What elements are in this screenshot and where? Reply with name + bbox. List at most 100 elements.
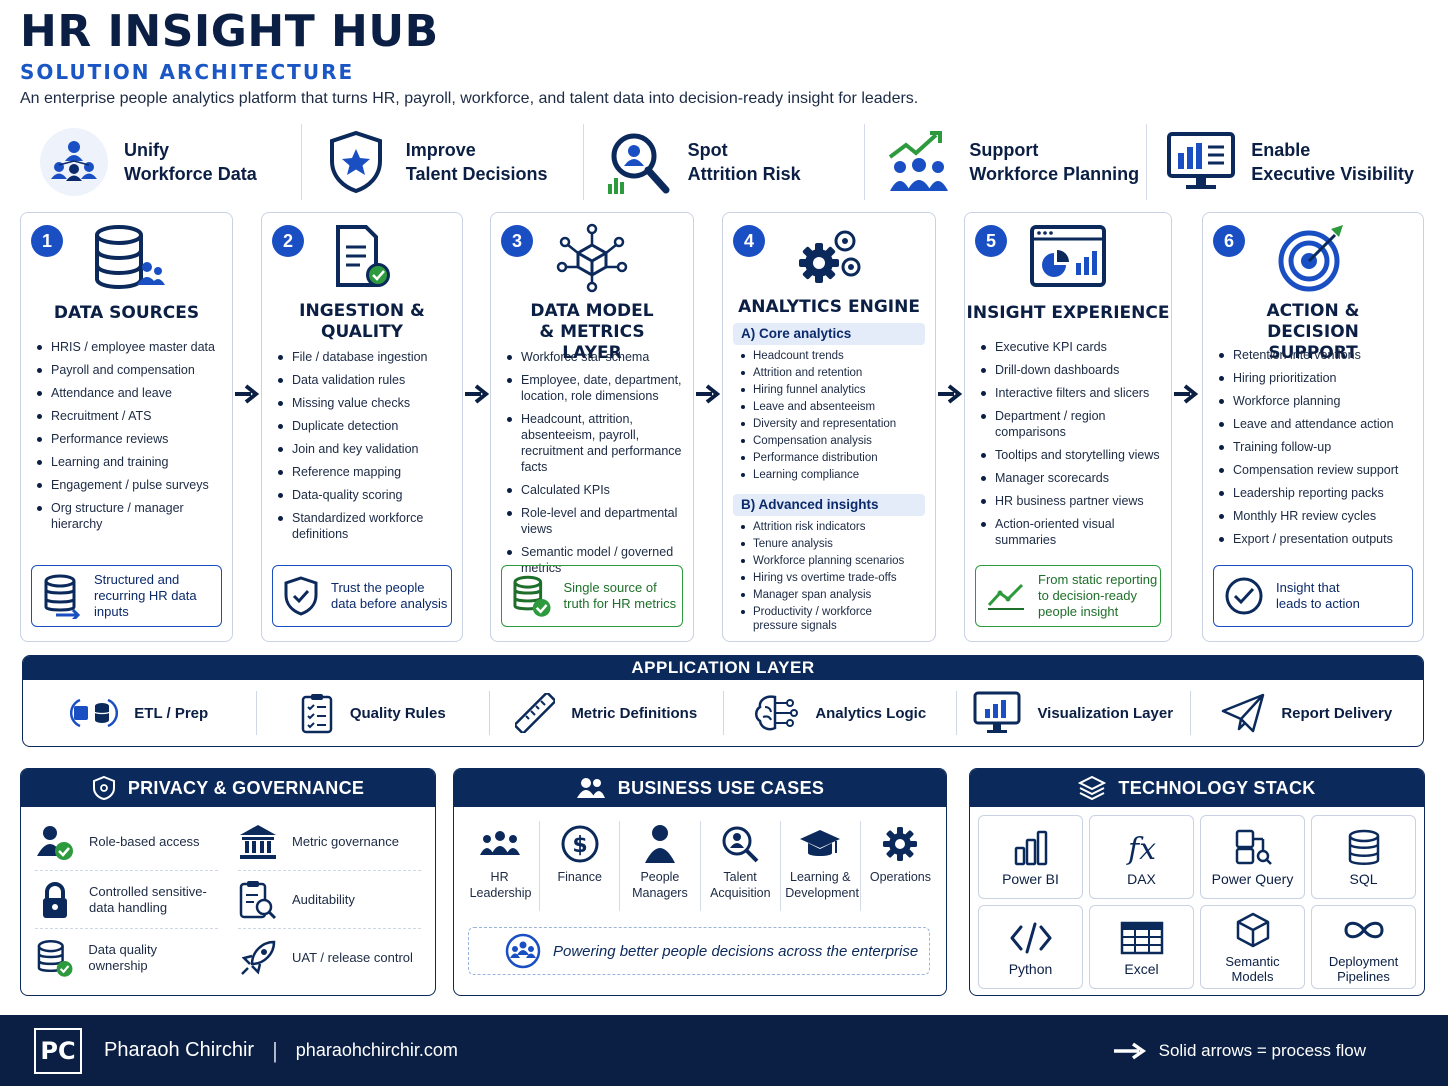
gov-item: Role-based access bbox=[35, 813, 218, 871]
tech-label: Excel bbox=[1124, 960, 1159, 977]
stage-callout: From static reporting to decision-ready … bbox=[975, 565, 1161, 627]
stage-title: DATA MODEL & METRICS LAYER bbox=[530, 301, 654, 363]
stage-callout: Structured and recurring HR data inputs bbox=[31, 565, 222, 627]
gov-item-label: UAT / release control bbox=[292, 950, 413, 965]
code-icon bbox=[1010, 922, 1051, 953]
stage-items: Workforce star schema Employee, date, de… bbox=[505, 349, 685, 583]
use-cases-banner: Powering better people decisions across … bbox=[468, 927, 930, 975]
section-heading: A) Core analytics bbox=[733, 323, 925, 345]
app-item-label: Analytics Logic bbox=[815, 704, 927, 722]
use-case-label: HR Leadership bbox=[469, 870, 532, 900]
list-item: Executive KPI cards bbox=[979, 339, 1163, 355]
author-website[interactable]: pharaohchirchir.com bbox=[295, 1040, 458, 1060]
flow-arrow-icon bbox=[235, 384, 260, 404]
gov-item-label: Auditability bbox=[292, 891, 355, 907]
panel-title: PRIVACY & GOVERNANCE bbox=[127, 777, 365, 798]
app-item-label: ETL / Prep bbox=[134, 704, 209, 722]
gov-item: Auditability bbox=[238, 871, 421, 929]
user-check-icon bbox=[37, 825, 73, 860]
list-item: Monthly HR review cycles bbox=[1217, 508, 1415, 524]
tech-tile: SQL bbox=[1311, 815, 1416, 899]
list-item: Learning compliance bbox=[739, 468, 919, 482]
spreadsheet-icon bbox=[1120, 921, 1163, 954]
list-item: Workforce planning bbox=[1217, 393, 1415, 409]
footer: PC Pharaoh Chirchir | pharaohchirchir.co… bbox=[0, 1015, 1448, 1086]
list-item: Data validation rules bbox=[276, 372, 454, 388]
manager-icon bbox=[644, 825, 675, 863]
tech-tile: Power Query bbox=[1200, 815, 1305, 899]
list-item: Join and key validation bbox=[276, 441, 454, 457]
gov-item-label: Data quality ownership bbox=[88, 942, 158, 973]
list-item: Compensation analysis bbox=[739, 434, 919, 448]
step-number: 5 bbox=[975, 225, 1007, 257]
list-item: HR business partner views bbox=[979, 493, 1163, 509]
svg-text:fx: fx bbox=[1125, 832, 1155, 867]
goal-line1: Spot bbox=[687, 140, 728, 160]
step-number: 6 bbox=[1213, 225, 1245, 257]
clipboard-search-icon bbox=[239, 880, 277, 919]
list-item: Leave and attendance action bbox=[1217, 416, 1415, 432]
app-item-delivery: Report Delivery bbox=[1191, 691, 1424, 735]
stage-items: HRIS / employee master data Payroll and … bbox=[35, 339, 224, 539]
app-item-label: Quality Rules bbox=[349, 704, 446, 722]
tech-tile: Power BI bbox=[978, 815, 1083, 899]
goal-line2: Talent Decisions bbox=[405, 164, 548, 184]
callout-text: Trust the people data before analysis bbox=[331, 580, 448, 611]
list-item: Workforce planning scenarios bbox=[739, 554, 919, 568]
use-case-label: Operations bbox=[869, 870, 932, 884]
stage-callout: Insight that leads to action bbox=[1213, 565, 1413, 627]
ruler-icon bbox=[515, 693, 556, 733]
list-item: Attrition risk indicators bbox=[739, 520, 919, 534]
gov-item: Metric governance bbox=[238, 813, 421, 871]
list-item: Duplicate detection bbox=[276, 418, 454, 434]
header: HR INSIGHT HUB SOLUTION ARCHITECTURE An … bbox=[20, 6, 918, 108]
list-item: Reference mapping bbox=[276, 464, 454, 480]
institution-icon bbox=[240, 824, 276, 859]
tech-label: DAX bbox=[1127, 870, 1156, 887]
list-item: Compensation review support bbox=[1217, 462, 1415, 478]
list-item: Data-quality scoring bbox=[276, 487, 454, 503]
check-circle-icon bbox=[1225, 577, 1263, 615]
stage-insight-experience: 5 INSIGHT EXPERIENCE Executive KPI cards… bbox=[964, 212, 1172, 642]
gov-item: Data quality ownership bbox=[35, 929, 218, 987]
database-check-icon bbox=[37, 940, 73, 977]
target-icon bbox=[1273, 223, 1353, 293]
stage-action-decision: 6 ACTION & DECISION SUPPORT Retention in… bbox=[1202, 212, 1424, 642]
banner-text: Powering better people decisions across … bbox=[553, 942, 919, 960]
tech-tile: Python bbox=[978, 905, 1083, 989]
app-item-metrics: Metric Definitions bbox=[490, 691, 724, 735]
list-item: File / database ingestion bbox=[276, 349, 454, 365]
business-use-cases-panel: BUSINESS USE CASES HR Leadership $ Finan… bbox=[453, 768, 947, 996]
list-item: Export / presentation outputs bbox=[1217, 531, 1415, 547]
shield-star-icon bbox=[320, 126, 392, 198]
monitor-dashboard-icon bbox=[1165, 126, 1237, 198]
step-number: 3 bbox=[501, 225, 533, 257]
technology-stack-panel: TECHNOLOGY STACK Power BI fx DAX Power Q… bbox=[969, 768, 1425, 996]
clipboard-checklist-icon bbox=[301, 694, 333, 734]
list-item: Leadership reporting packs bbox=[1217, 485, 1415, 501]
list-item: Drill-down dashboards bbox=[979, 362, 1163, 378]
cube-icon bbox=[1236, 912, 1269, 948]
dollar-circle-icon: $ bbox=[561, 825, 599, 863]
shield-icon bbox=[92, 775, 115, 801]
privacy-governance-panel: PRIVACY & GOVERNANCE Role-based access M… bbox=[20, 768, 436, 996]
step-number: 1 bbox=[31, 225, 63, 257]
list-item: Payroll and compensation bbox=[35, 362, 224, 378]
list-item: Engagement / pulse surveys bbox=[35, 477, 224, 493]
goal-line1: Support bbox=[969, 140, 1039, 160]
list-item: Headcount trends bbox=[739, 349, 919, 363]
list-item: Performance distribution bbox=[739, 451, 919, 465]
callout-text: Structured and recurring HR data inputs bbox=[94, 572, 197, 619]
tech-label: Power BI bbox=[1002, 870, 1059, 887]
use-case-item: People Managers bbox=[620, 821, 701, 911]
stage-title: INGESTION & QUALITY bbox=[299, 301, 425, 342]
people-circle-icon bbox=[505, 933, 541, 969]
gov-item: UAT / release control bbox=[238, 929, 421, 987]
list-item: Role-level and departmental views bbox=[505, 505, 685, 537]
list-item: Hiring funnel analytics bbox=[739, 383, 919, 397]
app-item-etl: ETL / Prep bbox=[23, 691, 257, 735]
stage-callout: Single source of truth for HR metrics bbox=[501, 565, 683, 627]
list-item: Headcount, attrition, absenteeism, payro… bbox=[505, 411, 685, 475]
app-item-label: Visualization Layer bbox=[1037, 704, 1174, 722]
goal-line2: Workforce Planning bbox=[969, 164, 1140, 184]
